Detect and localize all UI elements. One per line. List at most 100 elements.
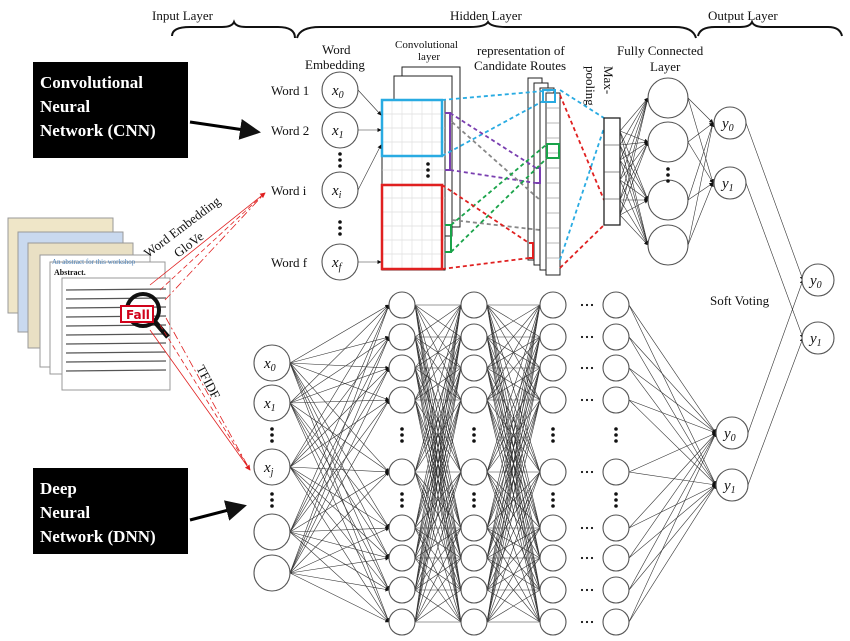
conv-layer-title: Convolutional [395,39,458,51]
ellipsis-dot [270,498,274,502]
dnn-hidden-node [388,544,416,572]
edge [414,399,462,623]
edge [414,304,462,369]
edge [486,471,541,529]
edge [414,304,462,338]
ellipsis-dot [400,492,404,496]
edge [486,304,541,559]
ellipsis-dot [585,366,589,370]
edge [628,367,717,434]
ellipsis-dot [270,504,274,508]
word-node-label: x1 [331,123,344,141]
edge [619,97,649,132]
routes-title: representation of [477,43,565,58]
ellipsis-dot [585,588,589,592]
edge [486,471,541,623]
edge [289,399,390,533]
edge [414,367,462,623]
edge [619,214,649,246]
dashed-connection [441,184,530,244]
ellipsis-dot [270,439,274,443]
ellipsis-dot [580,335,584,339]
edge [628,484,717,591]
final-output-node [801,263,835,297]
edge [289,402,390,591]
fc-title: Fully Connected [617,43,704,58]
dnn-hidden-node [460,354,488,382]
soft-voting-label: Soft Voting [710,293,770,308]
maxpool-title: Max- [601,66,616,94]
ellipsis-dot [551,498,555,502]
edge [687,122,714,201]
edge [289,531,390,560]
edge [486,589,541,623]
document-text-line [65,351,167,354]
edge [687,122,714,143]
dnn-hidden-node [388,386,416,414]
ellipsis-dot [585,620,589,624]
ellipsis-dot [426,162,430,166]
edge [628,471,717,487]
ellipsis-dot [585,526,589,530]
dnn-input-node [253,344,291,382]
edge [619,199,649,216]
input-layer-brace [171,19,296,39]
ellipsis-dot [338,152,342,156]
dnn-hidden-node [539,544,567,572]
edge [289,466,390,591]
dnn-hidden-node [602,608,630,636]
edge [414,336,462,623]
ellipsis-dot [338,232,342,236]
dashed-connection [559,127,605,261]
ellipsis-dot [666,167,670,171]
edge [628,399,717,486]
fc-node [647,77,689,119]
edge [289,466,390,474]
edge [486,336,541,623]
ellipsis-dot [472,504,476,508]
ellipsis-dot [400,433,404,437]
edge [486,304,541,473]
edge [619,130,649,143]
word-label: Word 1 [271,83,309,98]
ellipsis-dot [580,526,584,530]
ellipsis-dot [580,303,584,307]
conv-layer-title-2: layer [418,51,440,63]
edge [289,367,390,574]
ellipsis-dot [338,158,342,162]
ellipsis-dot [551,427,555,431]
dnn-hidden-node [602,354,630,382]
edge [289,399,390,468]
edge [289,367,390,468]
dnn-hidden-node [602,576,630,604]
word-node-label: xi [331,183,342,201]
green-feature [445,224,452,253]
edge [628,432,717,559]
dnn-hidden-node [388,354,416,382]
dashed-connection [559,94,605,201]
edge [289,362,390,591]
dnn-hidden-node [602,291,630,319]
edge [628,304,717,486]
edge [619,97,649,181]
dnn-input-node-label: x0 [263,356,276,374]
dnn-output-node-label: y1 [722,478,736,496]
edge [414,304,462,473]
ellipsis-dot [614,498,618,502]
ellipsis-dot [666,179,670,183]
edge [619,140,649,146]
edge [628,304,717,434]
ellipsis-dot [472,433,476,437]
edge [486,304,541,591]
purple-feature [445,112,451,171]
dnn-hidden-node [460,386,488,414]
document-text-line [65,288,167,291]
edge [486,367,541,623]
maxpool-title-2: pooling [583,66,598,106]
edge [619,141,649,216]
dnn-hidden-node [602,458,630,486]
edge [289,531,390,623]
edge [628,336,717,434]
edge [486,557,541,623]
